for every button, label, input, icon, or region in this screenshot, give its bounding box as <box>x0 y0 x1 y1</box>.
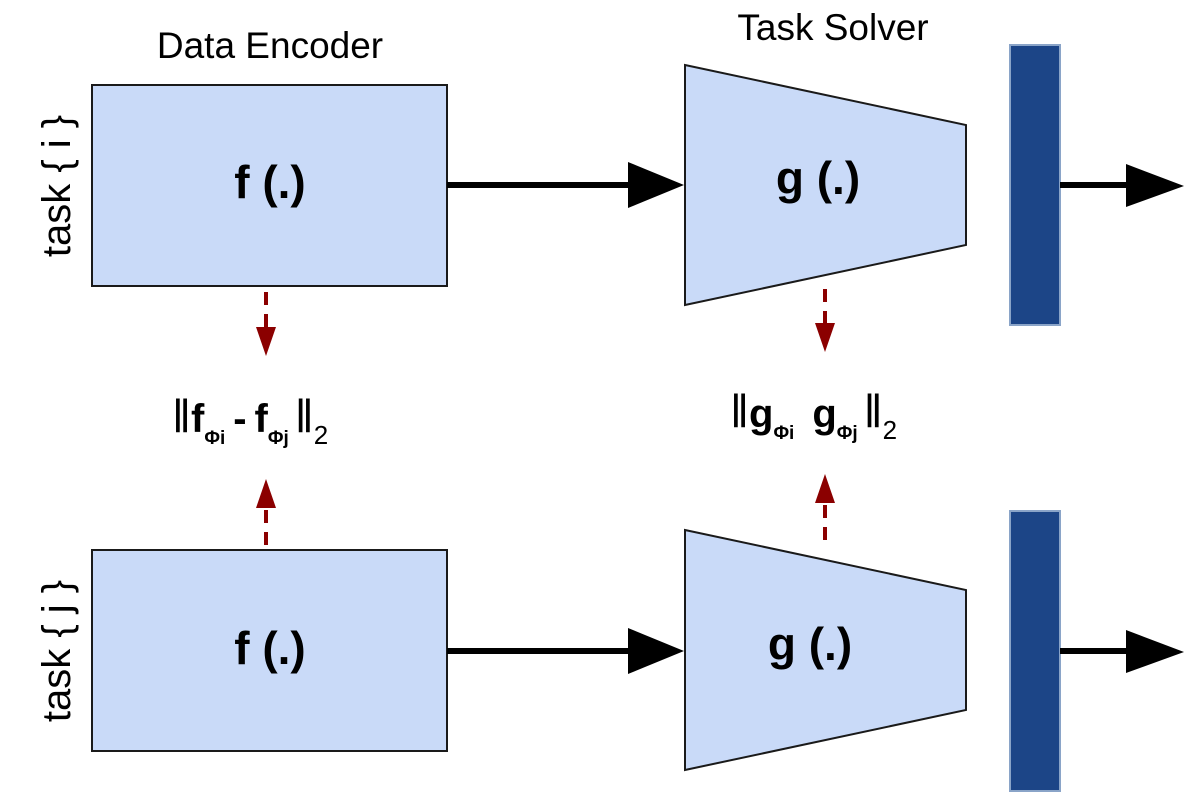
arrowhead-encoder-to-solver-j <box>628 628 684 674</box>
row-task-i: task { i } f (.) g (.) <box>35 44 1184 326</box>
encoder-loss-arrowhead-up <box>256 479 276 508</box>
encoder-box-i <box>91 84 448 287</box>
task-j-label: task { j } <box>35 580 79 722</box>
solver-trapezoid-i <box>684 63 967 307</box>
encoder-loss-arrows <box>256 292 276 545</box>
encoder-fn-j: f (.) <box>234 622 306 674</box>
encoder-fn-i: f (.) <box>234 156 306 208</box>
task-solver-heading: Task Solver <box>737 7 928 48</box>
solver-loss-arrows <box>815 289 835 540</box>
solver-loss-arrowhead-up <box>815 474 835 503</box>
solver-trapezoid-j <box>684 528 967 772</box>
solver-loss-arrowhead-down <box>815 323 835 352</box>
output-arrowhead-j <box>1126 630 1184 673</box>
output-block-j <box>1009 510 1061 792</box>
data-encoder-heading: Data Encoder <box>157 25 383 66</box>
row-task-j: task { j } f (.) g (.) <box>35 510 1184 792</box>
task-i-label: task { i } <box>35 115 79 257</box>
output-arrowhead-i <box>1126 164 1184 207</box>
arrowhead-encoder-to-solver-i <box>628 162 684 208</box>
solver-fn-i: g (.) <box>776 152 860 204</box>
encoder-loss-arrowhead-down <box>256 327 276 356</box>
solver-fn-j: g (.) <box>768 618 852 670</box>
encoder-loss-formula: ‖fΦi-fΦj‖2 <box>172 390 328 450</box>
output-block-i <box>1009 44 1061 326</box>
